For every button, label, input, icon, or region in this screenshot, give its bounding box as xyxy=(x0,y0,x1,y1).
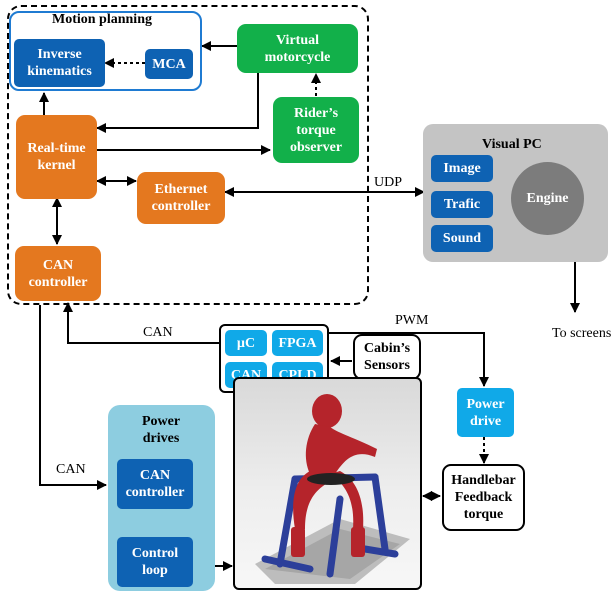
riders-torque-observer-box: Rider’s torque observer xyxy=(273,97,359,163)
image-box: Image xyxy=(431,155,493,182)
power-drives-can-controller-box: CAN controller xyxy=(117,459,193,509)
simulator-illustration xyxy=(255,394,410,584)
control-loop-box: Control loop xyxy=(117,537,193,587)
control-pc-frame xyxy=(7,5,369,305)
real-time-kernel-box: Real-time kernel xyxy=(16,115,97,199)
udp-label: UDP xyxy=(374,175,403,190)
trafic-box: Trafic xyxy=(431,191,493,218)
can-top-label: CAN xyxy=(143,325,173,340)
motion-planning-label: Motion planning xyxy=(52,12,152,27)
to-screens-label: To screens xyxy=(552,326,611,341)
can-controller-box: CAN controller xyxy=(15,246,101,301)
power-drive-box: Power drive xyxy=(457,388,514,437)
motorcycle-simulator-image xyxy=(233,377,422,590)
uc-box: µC xyxy=(225,330,267,356)
can-left-label: CAN xyxy=(56,462,86,477)
pwm-label: PWM xyxy=(395,313,429,328)
fpga-box: FPGA xyxy=(272,330,323,356)
visual-pc-title: Visual PC xyxy=(482,137,542,152)
motion-planning-frame xyxy=(9,11,202,91)
engine-circle: Engine xyxy=(511,162,584,235)
inverse-kinematics-box: Inverse kinematics xyxy=(14,39,105,87)
virtual-motorcycle-box: Virtual motorcycle xyxy=(237,24,358,73)
mca-box: MCA xyxy=(145,49,193,79)
cabins-sensors-box: Cabin’s Sensors xyxy=(353,334,421,380)
ethernet-controller-box: Ethernet controller xyxy=(137,172,225,224)
handlebar-feedback-torque-box: Handlebar Feedback torque xyxy=(442,464,525,531)
sound-box: Sound xyxy=(431,225,493,252)
power-drives-title: Power drives xyxy=(141,414,181,446)
